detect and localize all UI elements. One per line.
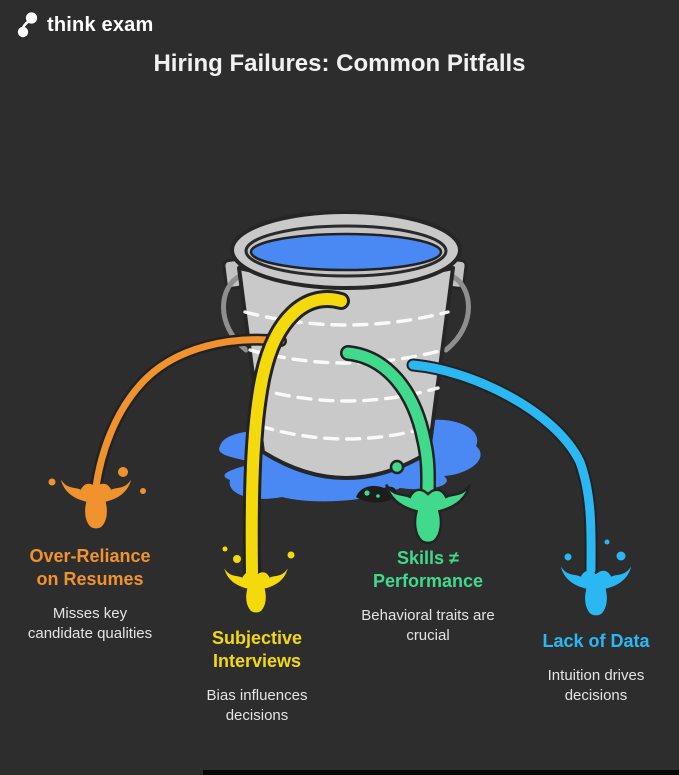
green-speck: [364, 490, 370, 496]
stream-green: [340, 345, 437, 500]
brand-name: think exam: [47, 13, 154, 36]
stream-cyan: [406, 358, 598, 577]
splash-yellow: [222, 546, 295, 613]
pitfall-heading: Subjective Interviews: [211, 628, 303, 671]
pitfall-label-over-reliance-on-resumes: Over-Reliance on Resumes Misses key cand…: [0, 545, 180, 644]
pitfall-label-lack-of-data: Lack of Data Intuition drives decisions: [506, 630, 679, 706]
pitfall-label-skills-not-performance: Skills ≠ Performance Behavioral traits a…: [318, 547, 538, 646]
green-droplet: [389, 459, 405, 475]
page-title: Hiring Failures: Common Pitfalls: [153, 50, 526, 77]
water-surface: [249, 232, 443, 272]
dark-splat: [356, 485, 397, 503]
splash-green: [385, 483, 471, 544]
green-speck: [376, 494, 380, 498]
thinkexam-logo-icon: [17, 12, 38, 38]
stream-orange: [90, 333, 287, 493]
bottom-edge-bar: [203, 770, 679, 775]
stream-yellow: [242, 290, 350, 581]
pitfall-description: Bias influences decisions: [206, 687, 308, 724]
bucket-handle-right: [443, 273, 471, 353]
pitfall-description: Behavioral traits are crucial: [361, 607, 495, 644]
pitfall-description: Misses key candidate qualities: [27, 605, 153, 642]
pitfall-label-subjective-interviews: Subjective Interviews Bias influences de…: [147, 627, 367, 726]
splash-orange: [48, 467, 146, 529]
splash-cyan: [560, 539, 632, 616]
pitfall-heading: Over-Reliance on Resumes: [29, 546, 151, 589]
pitfall-description: Intuition drives decisions: [547, 667, 645, 704]
pitfall-heading: Lack of Data: [542, 631, 650, 651]
pitfall-heading: Skills ≠ Performance: [372, 548, 484, 591]
brand-logo: think exam: [16, 11, 153, 39]
